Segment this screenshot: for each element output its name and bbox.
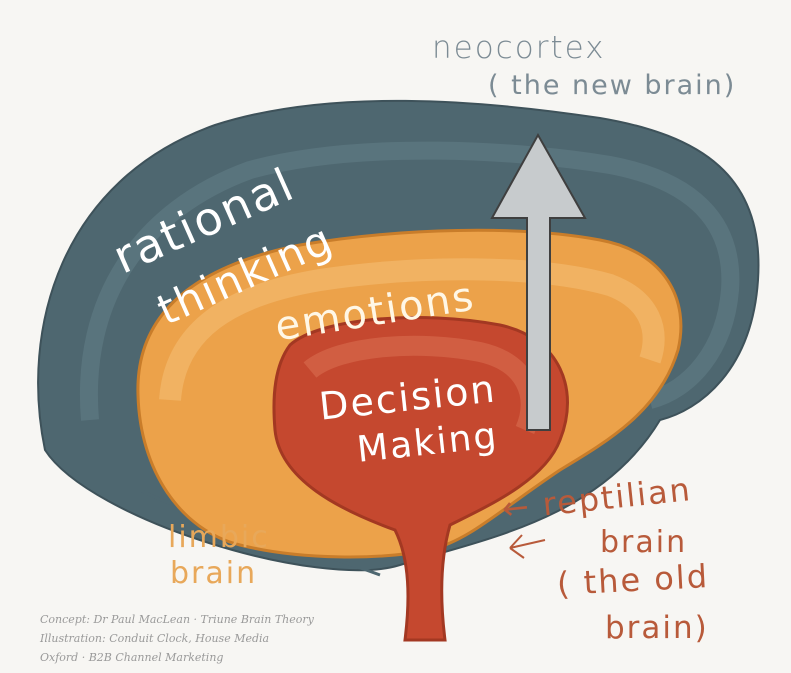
pointer-arrow — [510, 535, 545, 558]
limbic-brain-label: brain — [170, 556, 257, 591]
reptilian-old-label: ( the old — [556, 557, 710, 603]
neocortex-label: neocortex — [432, 30, 605, 66]
neocortex-sublabel: ( the new brain) — [488, 70, 736, 101]
reptilian-brain-label: brain — [600, 525, 687, 560]
reptilian-old-brain-label: brain) — [605, 610, 709, 646]
credit-line: Oxford · B2B Channel Marketing — [40, 651, 223, 664]
limbic-label: limbic — [168, 520, 270, 555]
credit-line: Illustration: Conduit Clock, House Media — [40, 632, 269, 645]
credit-line: Concept: Dr Paul MacLean · Triune Brain … — [40, 613, 314, 626]
